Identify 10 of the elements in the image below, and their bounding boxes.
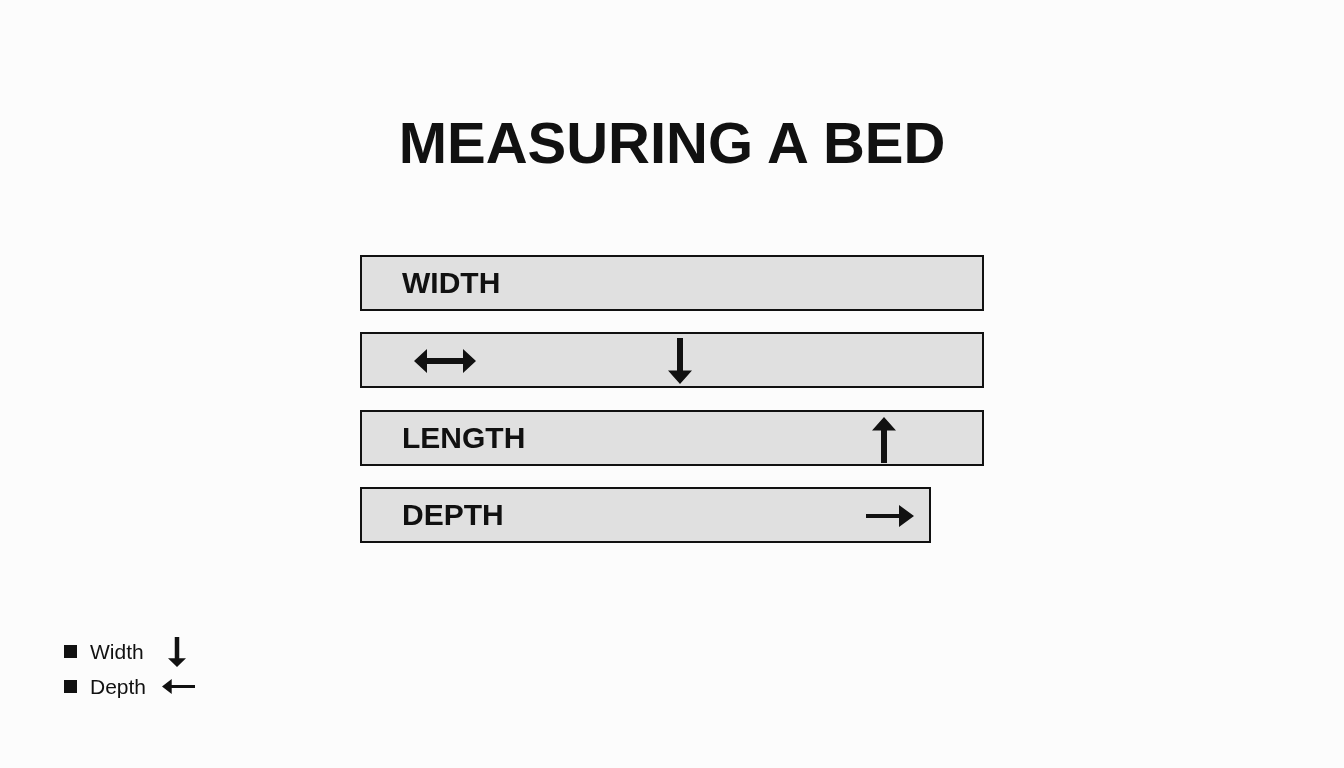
legend-label: Width	[90, 638, 144, 665]
measure-bar	[360, 487, 931, 543]
bar-label: LENGTH	[402, 420, 526, 456]
bar-label: WIDTH	[402, 265, 501, 301]
bar-label: DEPTH	[402, 497, 504, 533]
measure-bar	[360, 255, 984, 311]
measure-bar	[360, 410, 984, 466]
legend-label: Depth	[90, 673, 147, 700]
measure-bar	[360, 332, 984, 388]
diagram-title: MEASURING A BED	[398, 109, 946, 177]
